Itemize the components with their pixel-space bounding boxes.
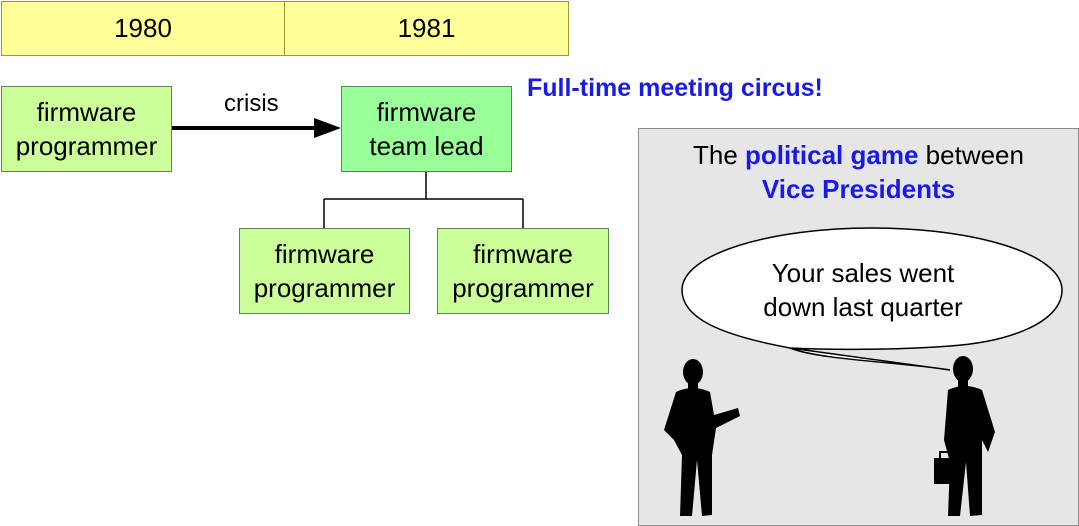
box-line1: firmware — [274, 239, 375, 269]
arrow-label-crisis: crisis — [224, 90, 279, 117]
speech-line1: Your sales went — [771, 258, 955, 288]
headline-meeting-circus: Full-time meeting circus! — [527, 74, 823, 102]
crisis-arrow-head — [314, 118, 341, 138]
title-pre: The — [693, 140, 738, 170]
panel-title: The political game between Vice Presiden… — [639, 138, 1078, 206]
box-line2: programmer — [253, 273, 396, 303]
box-firmware-programmer-child-1: firmware programmer — [239, 228, 410, 314]
box-line1: firmware — [473, 239, 573, 269]
box-line2: team lead — [369, 131, 484, 161]
box-line1: firmware — [36, 97, 137, 127]
businessman-silhouette-icon — [664, 359, 740, 516]
year-1981: 1981 — [284, 1, 569, 56]
box-line2: programmer — [452, 273, 594, 303]
title-post: between — [925, 140, 1024, 170]
box-line1: firmware — [376, 97, 477, 127]
box-firmware-programmer-child-2: firmware programmer — [437, 228, 609, 314]
speech-bubble-icon — [681, 227, 1063, 371]
box-line2: programmer — [15, 131, 158, 161]
year-1980: 1980 — [1, 1, 285, 56]
box-firmware-team-lead: firmware team lead — [341, 86, 512, 172]
businessman-with-briefcase-silhouette-icon — [934, 356, 995, 516]
title-highlight: political game — [745, 140, 919, 170]
speech-line2: down last quarter — [763, 292, 963, 322]
box-firmware-programmer-1980: firmware programmer — [1, 86, 172, 172]
speech-bubble-text: Your sales went down last quarter — [700, 256, 1026, 324]
title-line2: Vice Presidents — [761, 174, 956, 204]
